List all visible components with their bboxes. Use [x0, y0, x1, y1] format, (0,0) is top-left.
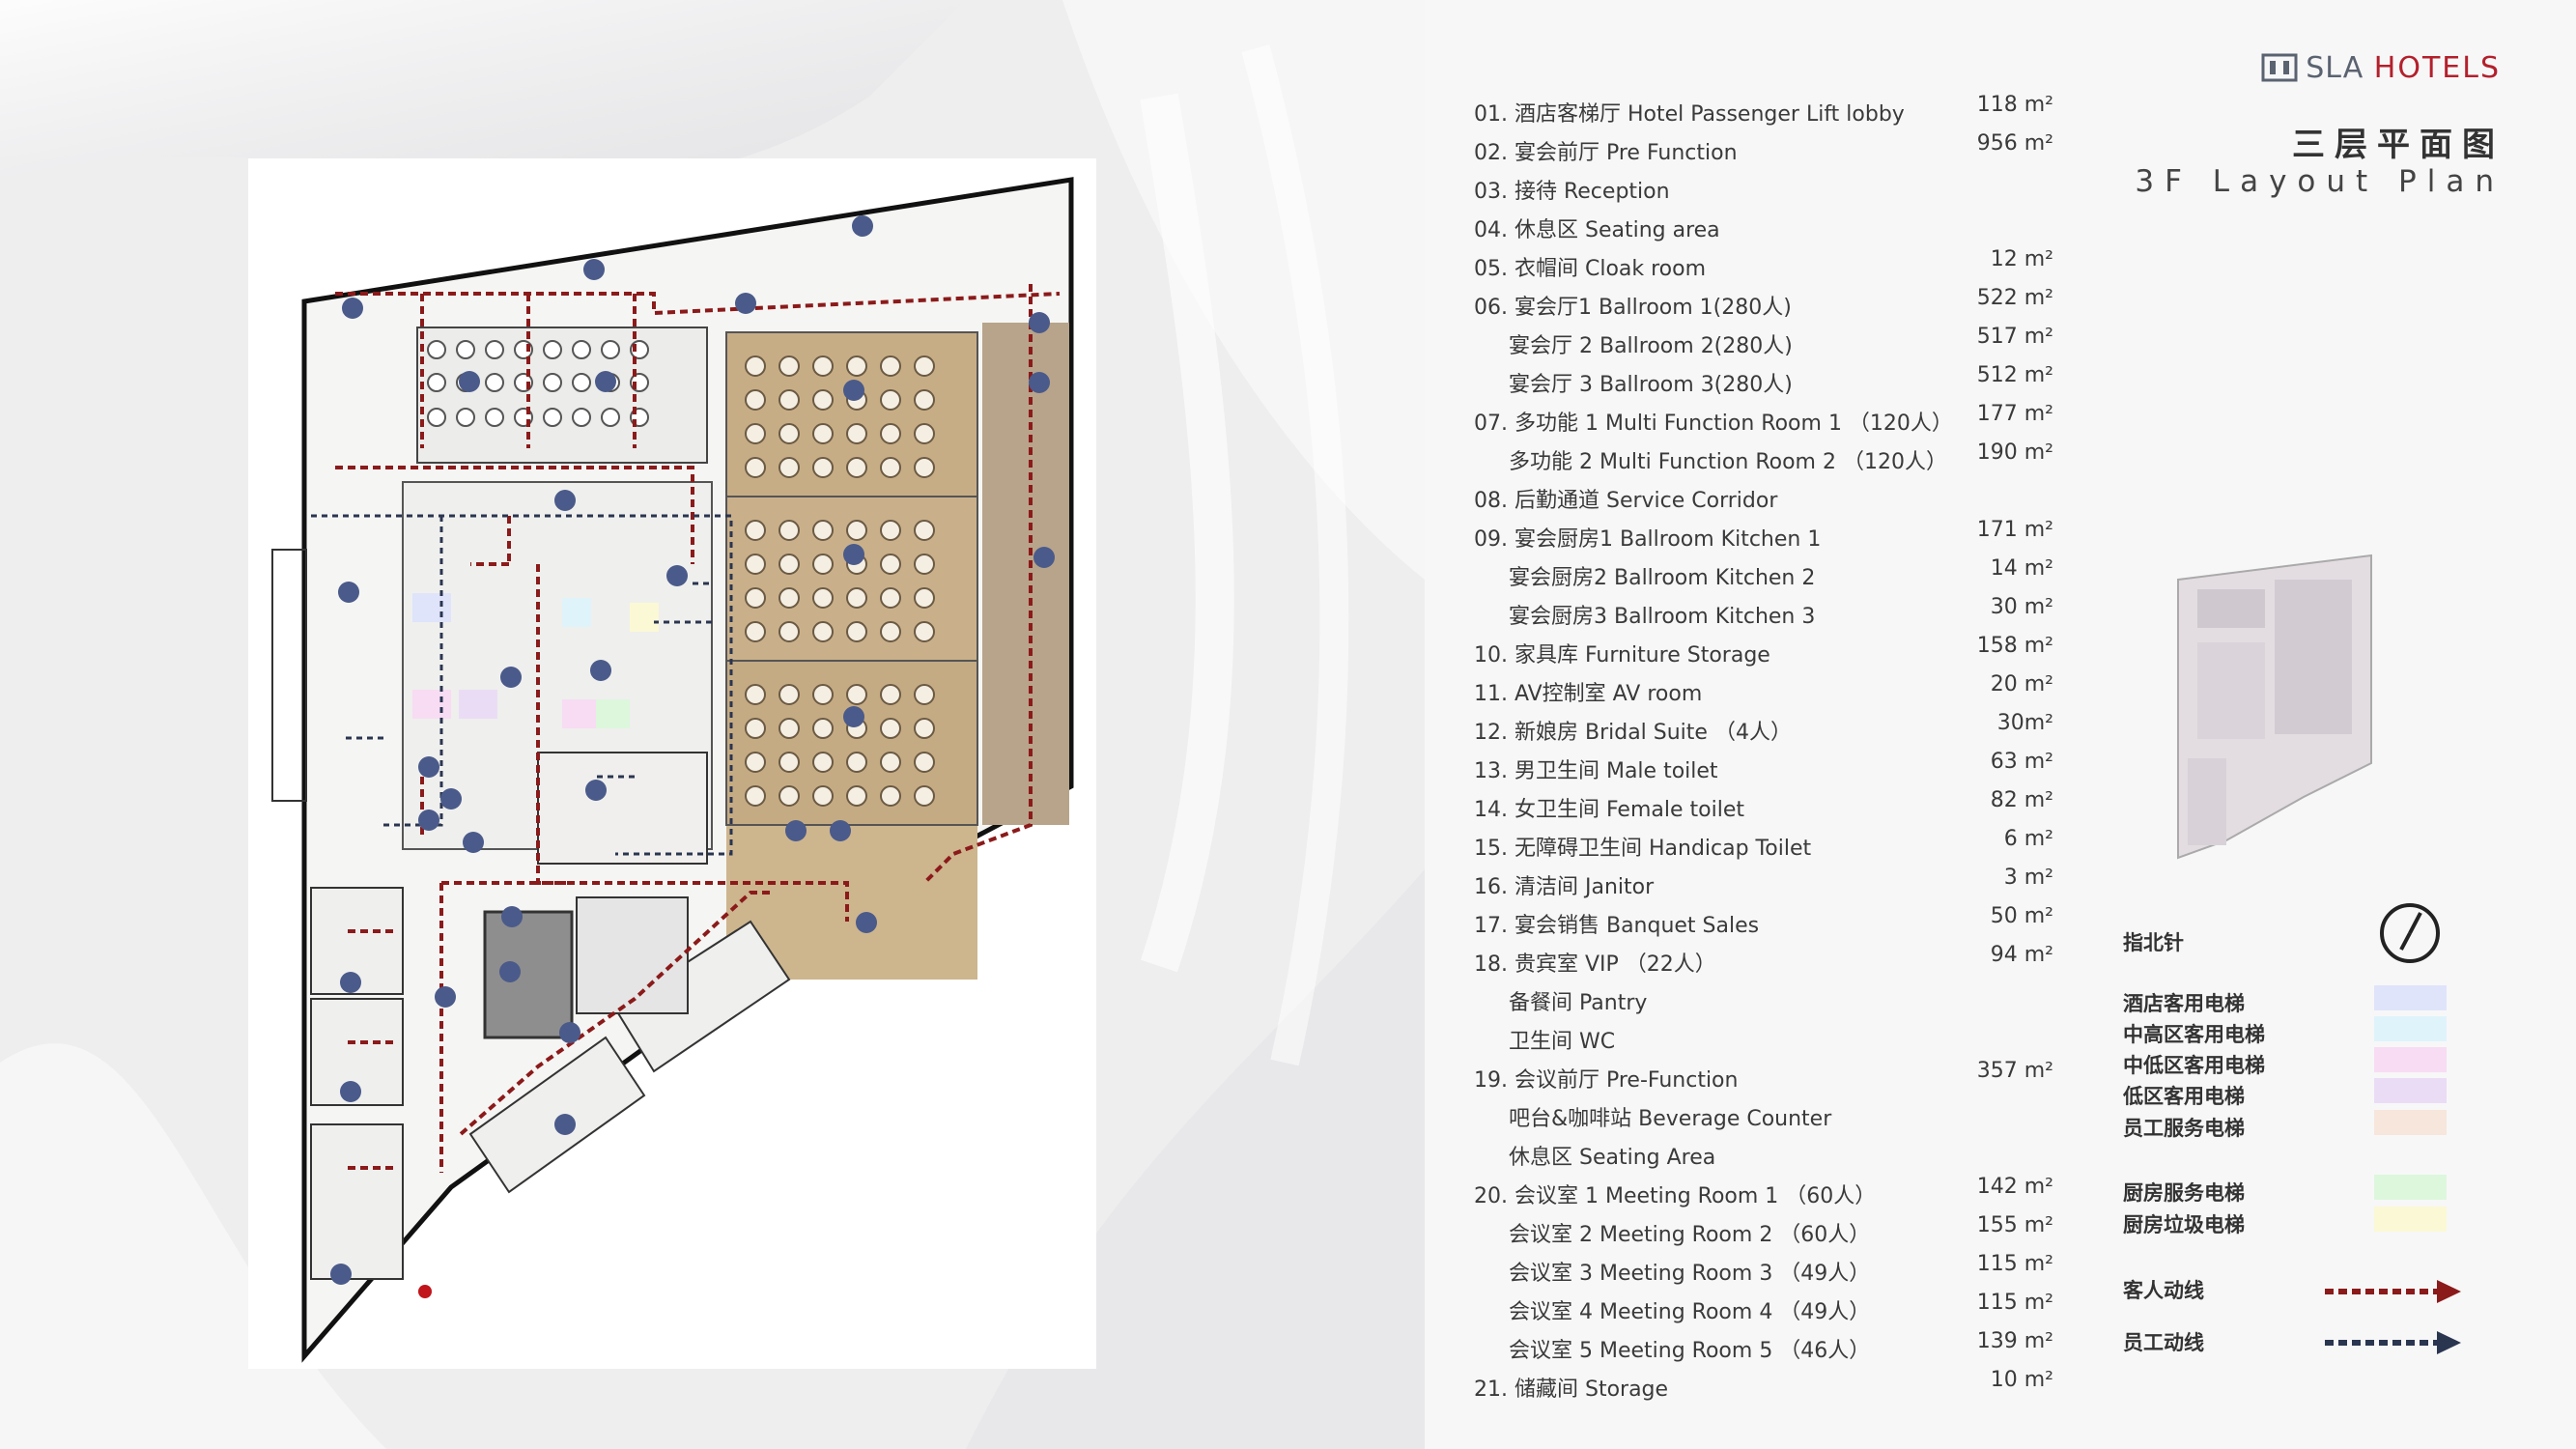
legend-row: 06. 宴会厅1 Ballroom 1(280人)522 m²	[1474, 286, 2053, 320]
legend-row: 多功能 2 Multi Function Room 2 （120人）190 m²	[1509, 440, 2053, 474]
storage-pin	[418, 1285, 432, 1298]
facility-room	[576, 896, 689, 1014]
legend-row: 07. 多功能 1 Multi Function Room 1 （120人）17…	[1474, 402, 2053, 436]
meeting-room-4	[613, 920, 791, 1073]
legend-row: 备餐间 Pantry	[1509, 991, 1648, 1015]
legend-row: 吧台&咖啡站 Beverage Counter	[1509, 1107, 1832, 1131]
lift-legend-label: 员工服务电梯	[2123, 1117, 2245, 1140]
lift-legend-label: 酒店客用电梯	[2123, 992, 2245, 1015]
legend-row: 12. 新娘房 Bridal Suite （4人）30m²	[1474, 711, 2053, 745]
meeting-room-3	[310, 1123, 404, 1280]
floor-plan	[271, 177, 1074, 1363]
staff-flow-lines	[311, 514, 733, 856]
room-number-badges	[330, 215, 1055, 1285]
staff-flow-label: 员工动线	[2123, 1331, 2204, 1354]
legend-row: 休息区 Seating Area	[1509, 1146, 1716, 1170]
legend-row: 会议室 5 Meeting Room 5 （46人）139 m²	[1509, 1329, 2053, 1363]
meeting-room-5	[468, 1036, 646, 1194]
lift-legend-label: 中低区客用电梯	[2123, 1054, 2265, 1077]
legend-row: 04. 休息区 Seating area	[1474, 218, 1720, 242]
lift-swatch	[2374, 1175, 2447, 1200]
prefunction-carpet	[982, 323, 1069, 825]
lift-legend-label: 厨房垃圾电梯	[2123, 1213, 2245, 1236]
legend-row: 会议室 2 Meeting Room 2 （60人）155 m²	[1509, 1213, 2053, 1247]
legend-row: 卫生间 WC	[1509, 1030, 1616, 1054]
page-title-en: 3F Layout Plan	[2135, 164, 2505, 199]
stair-strip	[271, 549, 307, 802]
brand-name-a: SL	[2306, 50, 2343, 85]
north-arrow-icon	[2380, 903, 2440, 963]
brand-logo: SLA HOTELS	[2261, 48, 2501, 87]
legend-row: 会议室 4 Meeting Room 4 （49人）115 m²	[1509, 1291, 2053, 1324]
lift-legend-label: 厨房服务电梯	[2123, 1181, 2245, 1205]
legend-row: 18. 贵宾室 VIP （22人）94 m²	[1474, 943, 2053, 977]
lift-swatch	[2374, 985, 2447, 1010]
lift-swatch	[2374, 1078, 2447, 1103]
hotel-logo-icon	[2261, 53, 2298, 82]
vip-room	[483, 910, 574, 1039]
legend-row: 08. 后勤通道 Service Corridor	[1474, 489, 1778, 513]
legend-row: 03. 接待 Reception	[1474, 180, 1670, 204]
lift-swatch	[2374, 1110, 2447, 1135]
lift-legend-label: 中高区客用电梯	[2123, 1023, 2265, 1046]
brand-name-b: HOTELS	[2373, 50, 2501, 85]
key-plan-thumbnail	[2177, 554, 2372, 860]
lift-swatch	[2374, 1047, 2447, 1072]
guest-flow-arrow-icon	[2325, 1280, 2461, 1303]
guest-flow-label: 客人动线	[2123, 1279, 2204, 1302]
guest-flow-lines	[335, 284, 1061, 1173]
compass-label: 指北针	[2123, 931, 2184, 954]
multifunction-rooms	[416, 327, 708, 464]
page-title-cn: 三层平面图	[2292, 126, 2505, 164]
table-grid-ballroom	[745, 355, 935, 807]
lift-legend-label: 低区客用电梯	[2123, 1085, 2245, 1108]
lift-swatch	[2374, 1207, 2447, 1232]
legend-row: 宴会厅 2 Ballroom 2(280人)517 m²	[1509, 325, 2053, 358]
furniture-storage	[537, 752, 708, 865]
legend-row: 会议室 3 Meeting Room 3 （49人）115 m²	[1509, 1252, 2053, 1286]
staff-flow-arrow-icon	[2325, 1331, 2461, 1354]
legend-row: 20. 会议室 1 Meeting Room 1 （60人）142 m²	[1474, 1175, 2053, 1208]
lift-swatch	[2374, 1016, 2447, 1041]
legend-row: 宴会厅 3 Ballroom 3(280人)512 m²	[1509, 363, 2053, 397]
brand-name-mid: A	[2342, 50, 2364, 85]
